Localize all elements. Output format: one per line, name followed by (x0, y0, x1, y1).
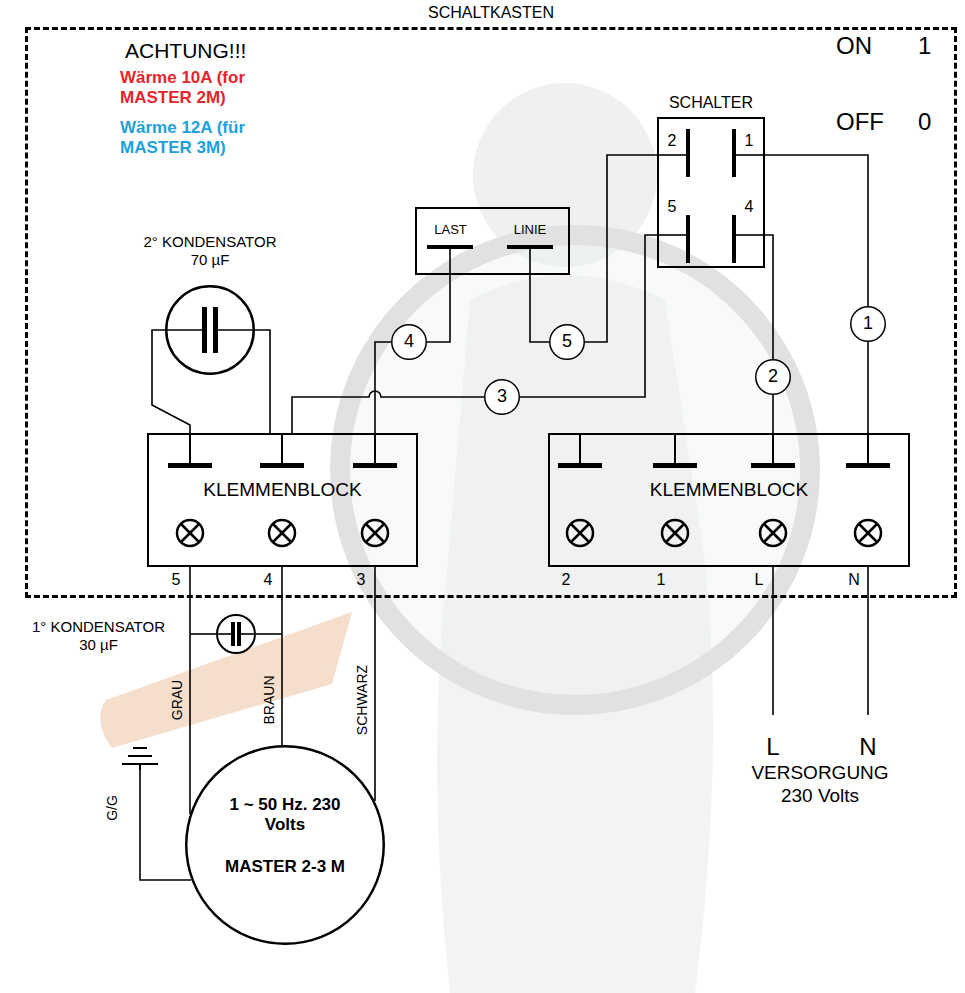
pin-number: L (751, 570, 767, 589)
wire (520, 235, 657, 397)
wire (867, 342, 869, 433)
capacitor: 2° KONDENSATOR 70 µF (165, 285, 255, 375)
note-label: ON (836, 32, 896, 61)
circle-outline (185, 745, 385, 945)
pin-number: N (846, 570, 862, 589)
pin-number: MASTER 2-3 M (195, 857, 375, 877)
pin-number: 5 (663, 197, 681, 216)
wire (374, 567, 376, 801)
node-label: 2° KONDENSATOR 70 µF (135, 233, 285, 269)
wire (530, 275, 549, 342)
magnifier-figure (100, 83, 810, 993)
load-line-box: LAST LINIE (415, 207, 570, 275)
wire (765, 155, 868, 306)
switch: SCHALTER2154 (657, 117, 765, 268)
pin-number: 1 (653, 570, 669, 589)
node-label: KLEMMENBLOCK (147, 479, 418, 502)
note-label: ACHTUNG!!! (125, 38, 325, 63)
note-label: L (760, 733, 786, 762)
wire (189, 567, 191, 814)
note-label: OFF (836, 108, 906, 137)
circle-outline (216, 614, 256, 654)
note-label: 0 (918, 108, 942, 137)
callout-number: 3 (484, 379, 520, 415)
symbol (415, 207, 570, 275)
wire-color-label: GRAU (169, 680, 186, 720)
wire (292, 391, 484, 433)
node-label: 4 (391, 331, 427, 353)
pin-number: 2 (558, 570, 574, 589)
note-label: VERSORGUNG 230 Volts (740, 762, 900, 808)
note-label: Wärme 12A (für MASTER 3M) (120, 118, 295, 159)
node-label: SCHALTER (637, 93, 785, 112)
callout-number: 1 (850, 306, 886, 342)
control-box: SCHALTKASTENSCHALTER2154LASTLINIE2° KOND… (25, 27, 957, 598)
node-label: 3 (484, 386, 520, 408)
note-label: Wärme 10A (for MASTER 2M) (120, 68, 295, 109)
capacitor: 1° KONDENSATOR 30 µF (216, 614, 256, 654)
wire-color-label: BRAUN (261, 675, 278, 724)
pin-number: 2 (663, 131, 681, 150)
wire (585, 155, 657, 342)
wire (427, 275, 450, 342)
pin-number: 5 (168, 570, 184, 589)
wire (375, 342, 391, 433)
node-label: SCHALTKASTEN (25, 3, 957, 22)
terminal-block: KLEMMENBLOCK543 (147, 433, 418, 567)
wire (255, 330, 270, 433)
pin-number: LINIE (495, 222, 565, 238)
callout-number: 2 (755, 359, 791, 395)
terminal-block: KLEMMENBLOCK21LN (548, 433, 910, 567)
note-label: 1 (918, 32, 942, 61)
node-label: 2 (755, 366, 791, 388)
node-label: 1° KONDENSATOR 30 µF (26, 618, 171, 654)
node-label: 1 ~ 50 Hz. 230 Volts (215, 795, 355, 836)
node-label: LAST (418, 222, 483, 238)
circle-outline (165, 285, 255, 375)
pin-number: 1 (740, 131, 758, 150)
wire-color-label: SCHWARZ (354, 665, 371, 735)
callout-number: 4 (391, 324, 427, 360)
node-label: KLEMMENBLOCK (548, 479, 910, 502)
wire (281, 567, 283, 745)
ground-symbol (122, 748, 158, 770)
node-label: 1 (850, 313, 886, 335)
node-label: 5 (549, 331, 585, 353)
pin-number: 4 (260, 570, 276, 589)
pin-number: 4 (740, 197, 758, 216)
motor: 1 ~ 50 Hz. 230 VoltsMASTER 2-3 M (185, 745, 385, 945)
wire (772, 395, 774, 433)
callout-number: 5 (549, 324, 585, 360)
pin-number: 3 (353, 570, 369, 589)
note-label: N (855, 733, 881, 762)
note-label: G/G (104, 795, 121, 821)
wire (765, 235, 773, 359)
